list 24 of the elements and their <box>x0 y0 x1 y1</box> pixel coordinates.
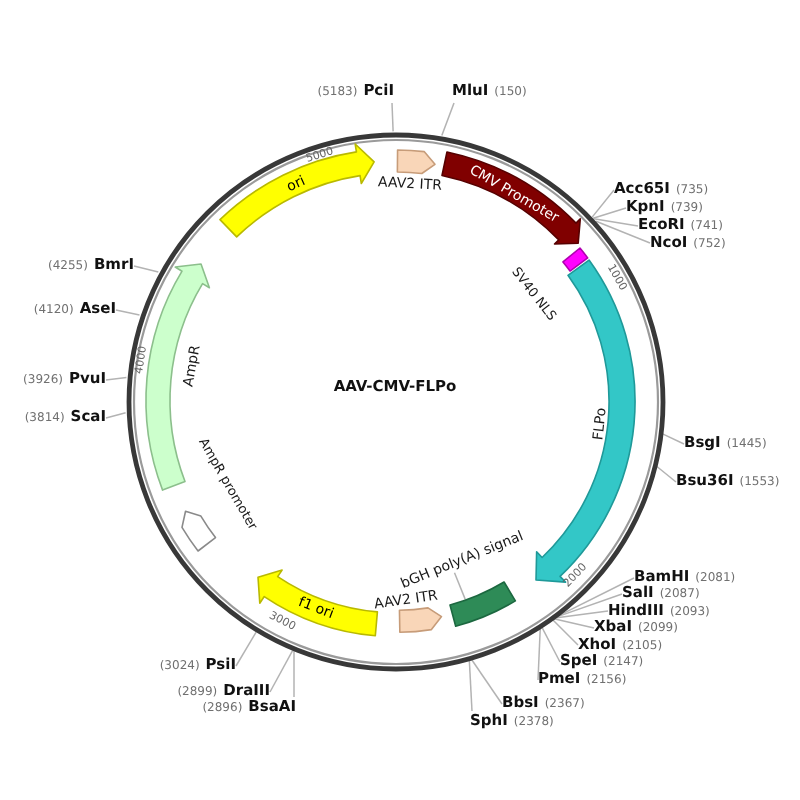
leader-line <box>551 618 579 646</box>
leader-line <box>133 265 160 273</box>
leader-line <box>661 433 685 445</box>
leader-line <box>595 220 651 244</box>
leader-line <box>470 658 503 705</box>
leader-line <box>553 618 595 629</box>
leader-line <box>541 626 561 663</box>
leader-line <box>655 465 677 483</box>
leader-line <box>592 207 627 219</box>
leader-line <box>554 610 609 619</box>
leader-line <box>555 593 623 618</box>
leader-line <box>537 627 541 681</box>
leader-line <box>293 650 295 698</box>
leader-line <box>453 572 466 600</box>
leader-line <box>269 649 294 693</box>
leader-line <box>441 102 455 137</box>
leader-line <box>105 412 127 419</box>
leader-line <box>115 309 141 316</box>
leader-line <box>593 218 639 227</box>
leader-line <box>591 189 615 218</box>
leader-line <box>468 659 473 712</box>
leader-line <box>105 376 128 381</box>
leader-line <box>235 631 257 667</box>
leader-line <box>391 102 394 133</box>
